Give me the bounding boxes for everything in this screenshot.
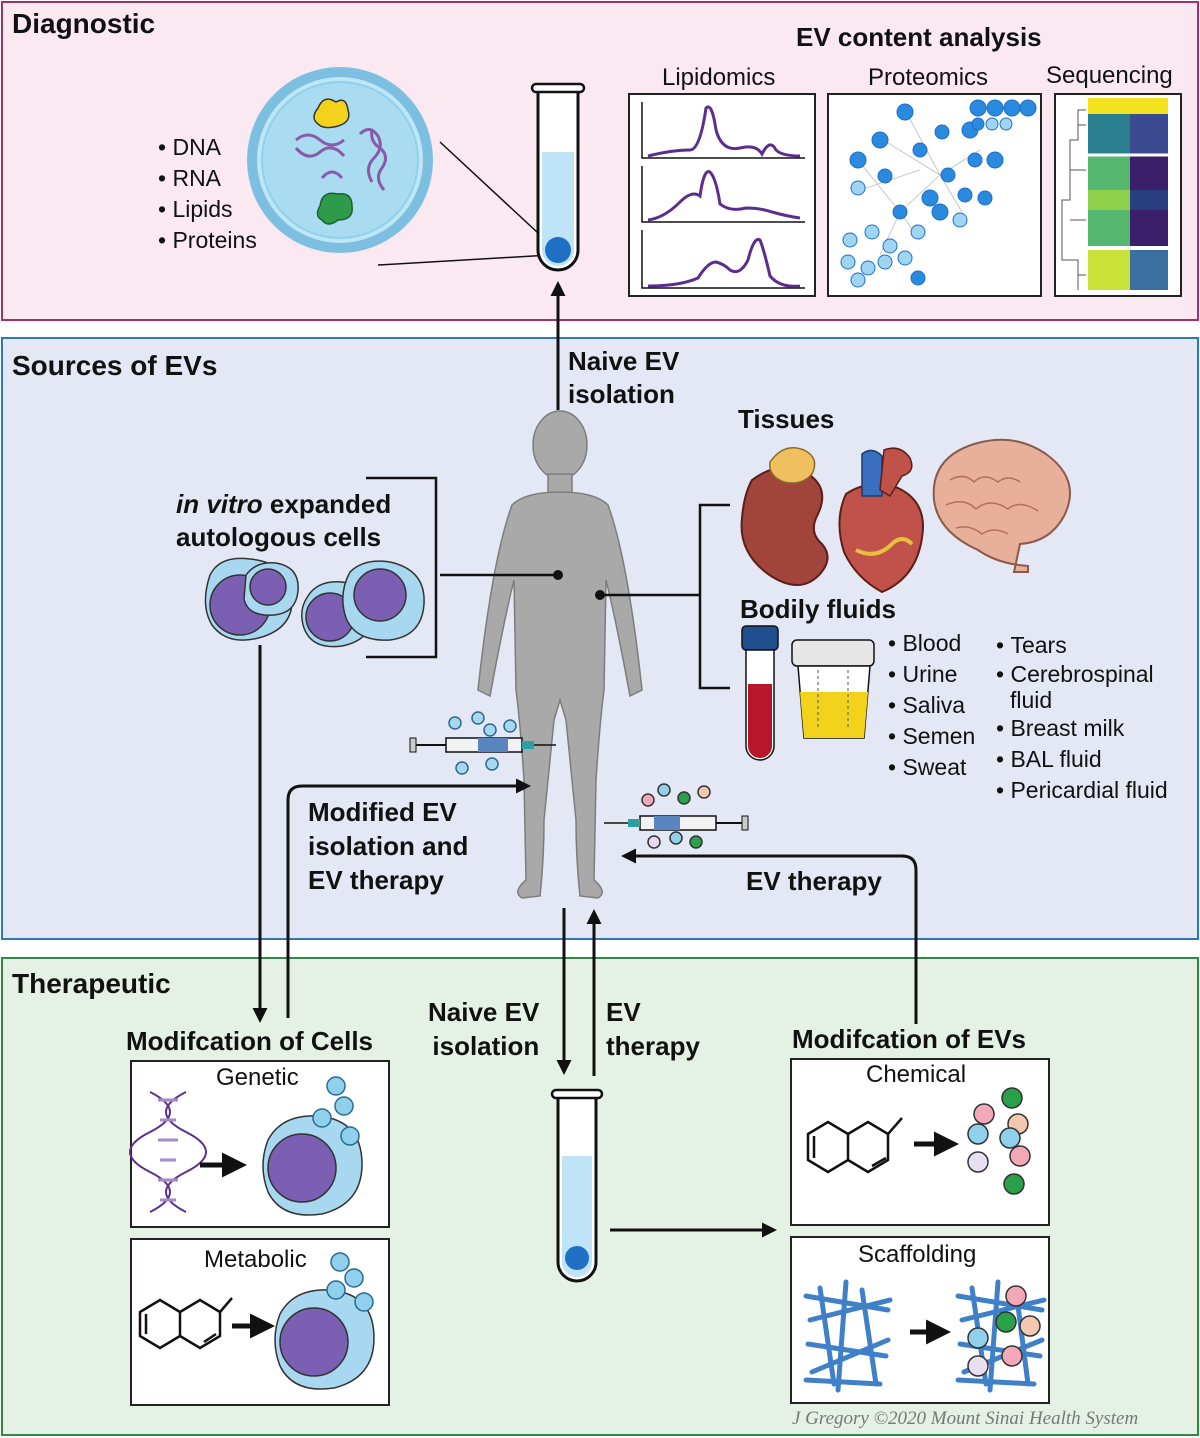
fluid-item: Tears bbox=[1010, 632, 1067, 658]
fluid-item: Cerebrospinal bbox=[1010, 661, 1154, 687]
cargo-list: DNA RNA Lipids Proteins bbox=[158, 132, 257, 256]
therapy-line: EV bbox=[606, 997, 641, 1027]
autologous-cells-icon bbox=[204, 557, 425, 648]
blood-tube-icon bbox=[741, 625, 779, 761]
sources-title: Sources of EVs bbox=[12, 350, 218, 381]
syringe-icon bbox=[409, 737, 556, 753]
cargo-item: DNA bbox=[158, 132, 257, 163]
naive-isolation-line: Naive EV bbox=[568, 346, 680, 376]
naive-isolation-ther-label: Naive EV isolation bbox=[428, 995, 539, 1063]
ev-therapy-ther-label: EV therapy bbox=[606, 995, 700, 1063]
cells-label-italic: in vitro bbox=[176, 489, 263, 519]
diagnostic-title: Diagnostic bbox=[12, 8, 156, 39]
scaffolding-label: Scaffolding bbox=[858, 1241, 977, 1268]
green-protein-icon bbox=[316, 192, 353, 225]
modified-cell-icon bbox=[274, 1252, 375, 1390]
genetic-label: Genetic bbox=[216, 1064, 299, 1091]
ev-therapy-label: EV therapy bbox=[746, 866, 882, 896]
metabolic-label: Metabolic bbox=[204, 1246, 307, 1273]
mod-evs-title: Modifcation of EVs bbox=[792, 1024, 1026, 1054]
syringe-icon bbox=[604, 815, 749, 831]
fluid-item-cont: fluid bbox=[1010, 687, 1053, 713]
lipid-signal-lines bbox=[647, 105, 801, 288]
kidney-icon bbox=[740, 447, 829, 586]
modified-line: EV therapy bbox=[308, 865, 444, 895]
modified-line: Modified EV bbox=[308, 797, 457, 827]
naive-isolation-line: isolation bbox=[568, 379, 675, 409]
dna-icon bbox=[294, 128, 387, 191]
analysis-title: EV content analysis bbox=[796, 22, 1042, 52]
dna-helix-icon bbox=[129, 1091, 207, 1213]
naive-line: Naive EV bbox=[428, 997, 540, 1027]
method-proteomics: Proteomics bbox=[868, 64, 989, 91]
scaffold-mesh-icon bbox=[803, 1279, 893, 1393]
cargo-item: Lipids bbox=[158, 194, 257, 225]
fluid-item: Pericardial fluid bbox=[1010, 777, 1168, 803]
fluid-item: Saliva bbox=[888, 690, 975, 721]
cells-label-line2: autologous cells bbox=[176, 522, 382, 552]
fluids-label: Bodily fluids bbox=[740, 594, 896, 624]
test-tube-icon bbox=[530, 82, 586, 272]
method-sequencing: Sequencing bbox=[1046, 62, 1173, 89]
chemical-ev-particles-icon bbox=[967, 1087, 1031, 1195]
modified-cell-icon bbox=[262, 1076, 363, 1216]
therapeutic-title: Therapeutic bbox=[12, 968, 171, 999]
cells-label: in vitro expanded autologous cells bbox=[176, 488, 391, 554]
diagnostic-illustration bbox=[247, 67, 586, 272]
ev-particles-icon bbox=[448, 711, 517, 775]
cells-label-rest: expanded bbox=[262, 489, 392, 519]
urine-cup-icon bbox=[791, 639, 875, 739]
scaffold-ev-particles-icon bbox=[967, 1285, 1041, 1377]
fluid-item: BAL fluid bbox=[1010, 746, 1102, 772]
tissues-label: Tissues bbox=[738, 404, 835, 434]
molecule-icon bbox=[806, 1117, 903, 1174]
sequencing-heatmap bbox=[1061, 98, 1168, 290]
molecule-icon bbox=[138, 1297, 233, 1350]
naive-line: isolation bbox=[432, 1031, 540, 1061]
fluid-item: Semen bbox=[888, 721, 975, 752]
therapy-line: therapy bbox=[606, 1031, 700, 1061]
credit-text: J Gregory ©2020 Mount Sinai Health Syste… bbox=[792, 1408, 1139, 1429]
brain-icon bbox=[932, 438, 1071, 573]
modified-ev-particles-icon bbox=[641, 783, 711, 849]
chemical-label: Chemical bbox=[866, 1061, 967, 1088]
fluids-list-1: Blood Urine Saliva Semen Sweat bbox=[888, 628, 975, 783]
modified-isolation-label: Modified EV isolation and EV therapy bbox=[308, 795, 468, 897]
cargo-item: Proteins bbox=[158, 225, 256, 256]
protein-nodes bbox=[840, 99, 1037, 288]
method-lipidomics: Lipidomics bbox=[662, 64, 776, 91]
cargo-item: RNA bbox=[158, 163, 257, 194]
modified-line: isolation and bbox=[308, 831, 469, 861]
fluid-item: Urine bbox=[888, 659, 975, 690]
protein-icon bbox=[313, 98, 350, 129]
fluid-item: Sweat bbox=[888, 752, 975, 783]
fluid-item: Breast milk bbox=[1010, 715, 1125, 741]
heart-icon bbox=[838, 447, 924, 594]
fluid-item: Blood bbox=[888, 628, 975, 659]
analysis-graphics bbox=[641, 98, 1168, 290]
mod-cells-title: Modifcation of Cells bbox=[126, 1026, 373, 1056]
therapeutic-test-tube-icon bbox=[550, 1088, 604, 1283]
naive-isolation-label: Naive EV isolation bbox=[568, 345, 679, 411]
fluids-list-2: • Tears • Cerebrospinal fluid • Breast m… bbox=[996, 632, 1168, 803]
